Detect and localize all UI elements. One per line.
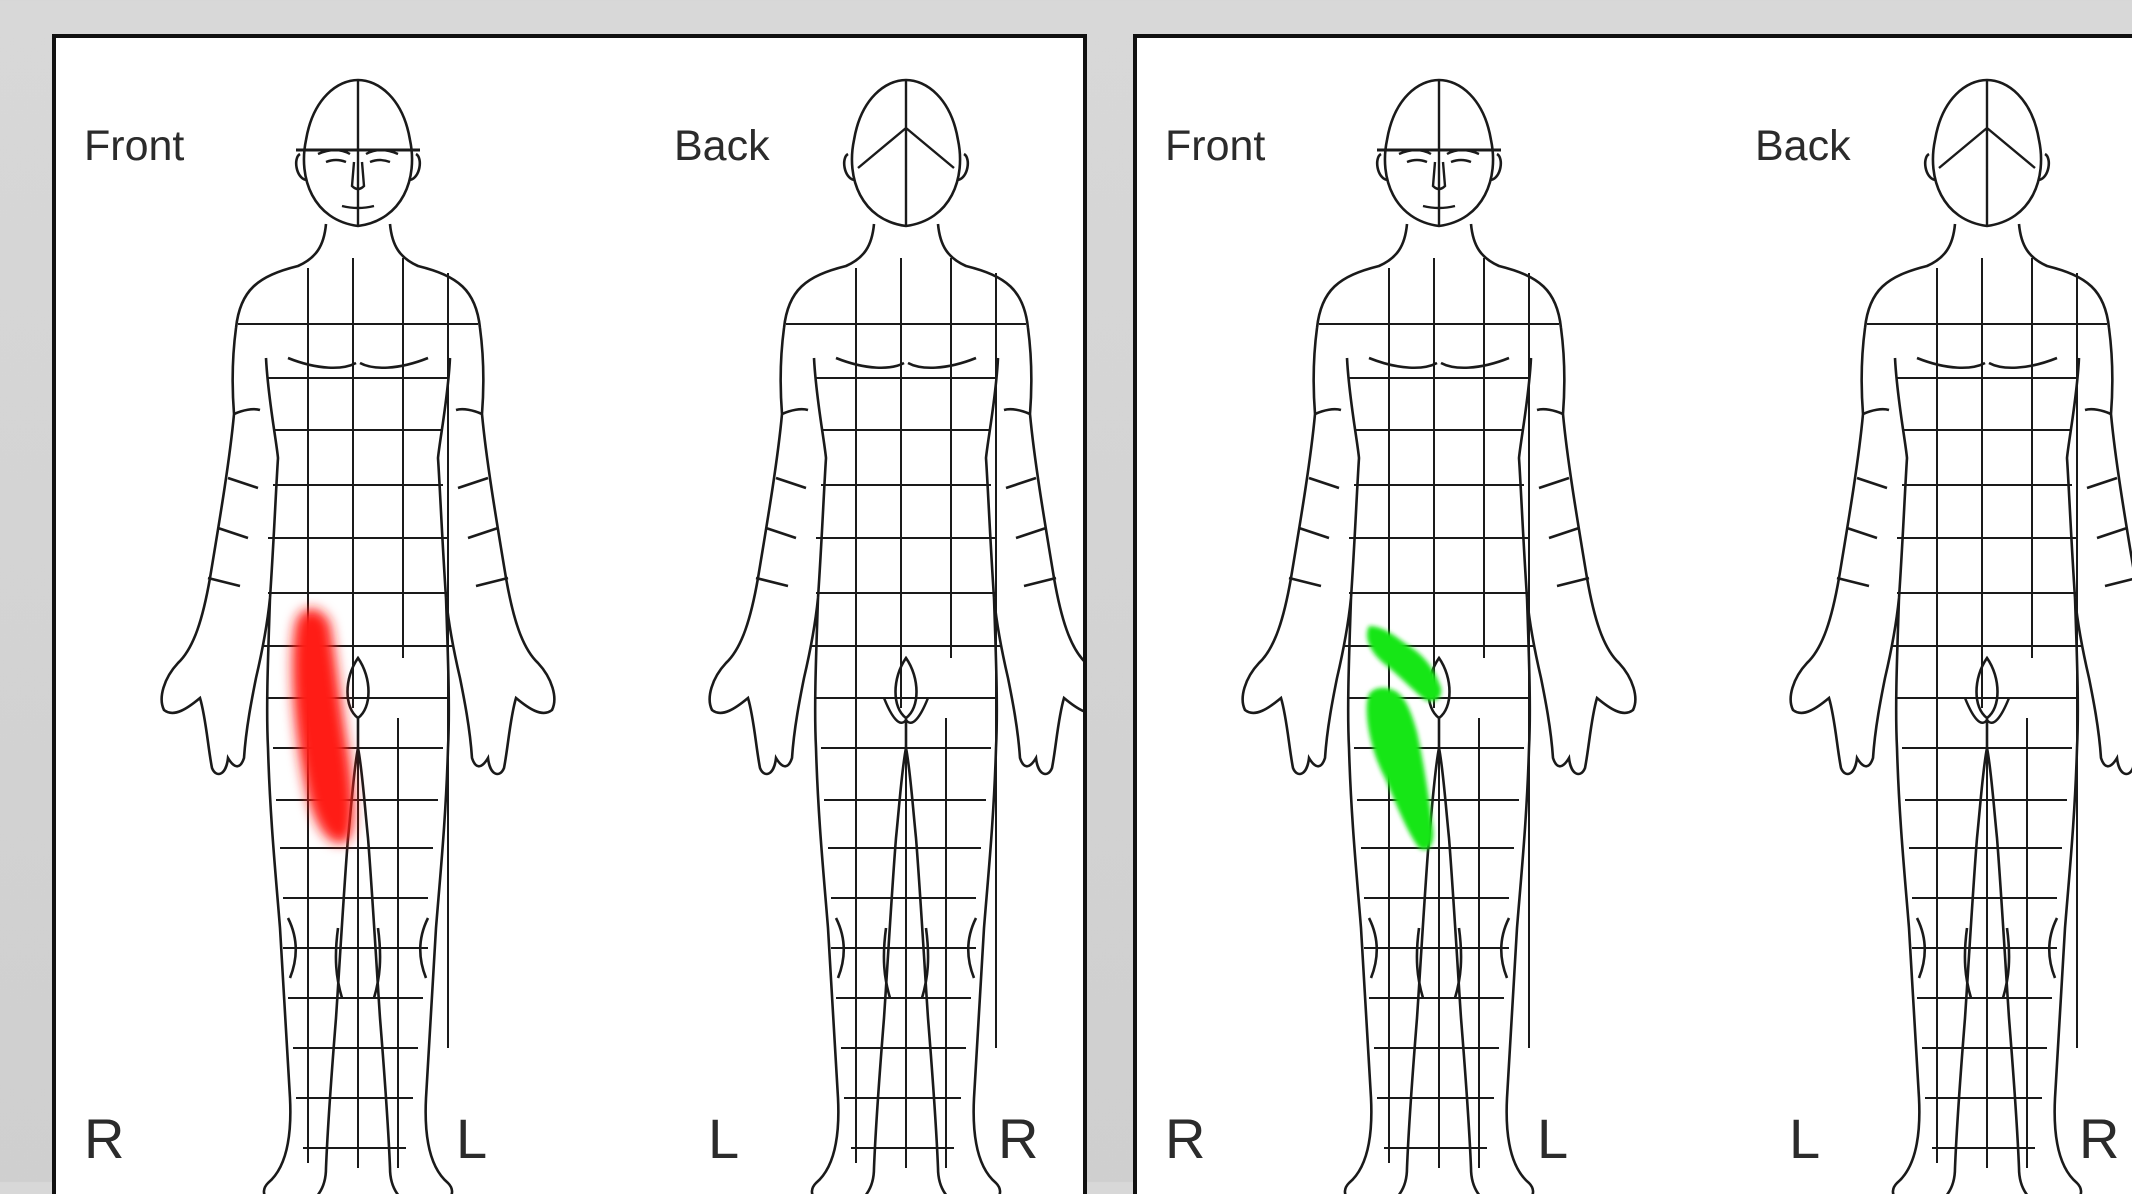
front-label: Front [1165, 122, 1265, 170]
back-side-right-label: R [998, 1107, 1038, 1170]
front-label: Front [84, 122, 184, 170]
front-figure [162, 80, 555, 1194]
pain-diagram-panel-red: Front Back R L L R [52, 34, 1087, 1194]
front-side-right-label: L [1537, 1107, 1568, 1170]
pain-area-right-thigh [292, 609, 353, 844]
back-side-right-label: R [2079, 1107, 2119, 1170]
face-features [1377, 80, 1501, 226]
front-side-left-label: R [84, 1107, 124, 1170]
body-chart-green: Front Back R L L R [1137, 38, 2132, 1194]
back-label: Back [1755, 122, 1851, 170]
back-side-left-label: L [1789, 1107, 1820, 1170]
back-head-lines [858, 80, 954, 723]
face-features [296, 80, 420, 226]
back-figure [710, 80, 1087, 1194]
body-chart-red: Front Back R L L R [56, 38, 1087, 1194]
front-figure [1243, 80, 1636, 1194]
back-label: Back [674, 122, 770, 170]
front-side-left-label: R [1165, 1107, 1205, 1170]
front-side-right-label: L [456, 1107, 487, 1170]
back-figure [1791, 80, 2132, 1194]
back-side-left-label: L [708, 1107, 739, 1170]
pain-area-right-groin-thigh [1367, 626, 1442, 850]
back-head-lines [1939, 80, 2035, 723]
pain-diagram-panel-green: Front Back R L L R [1133, 34, 2132, 1194]
